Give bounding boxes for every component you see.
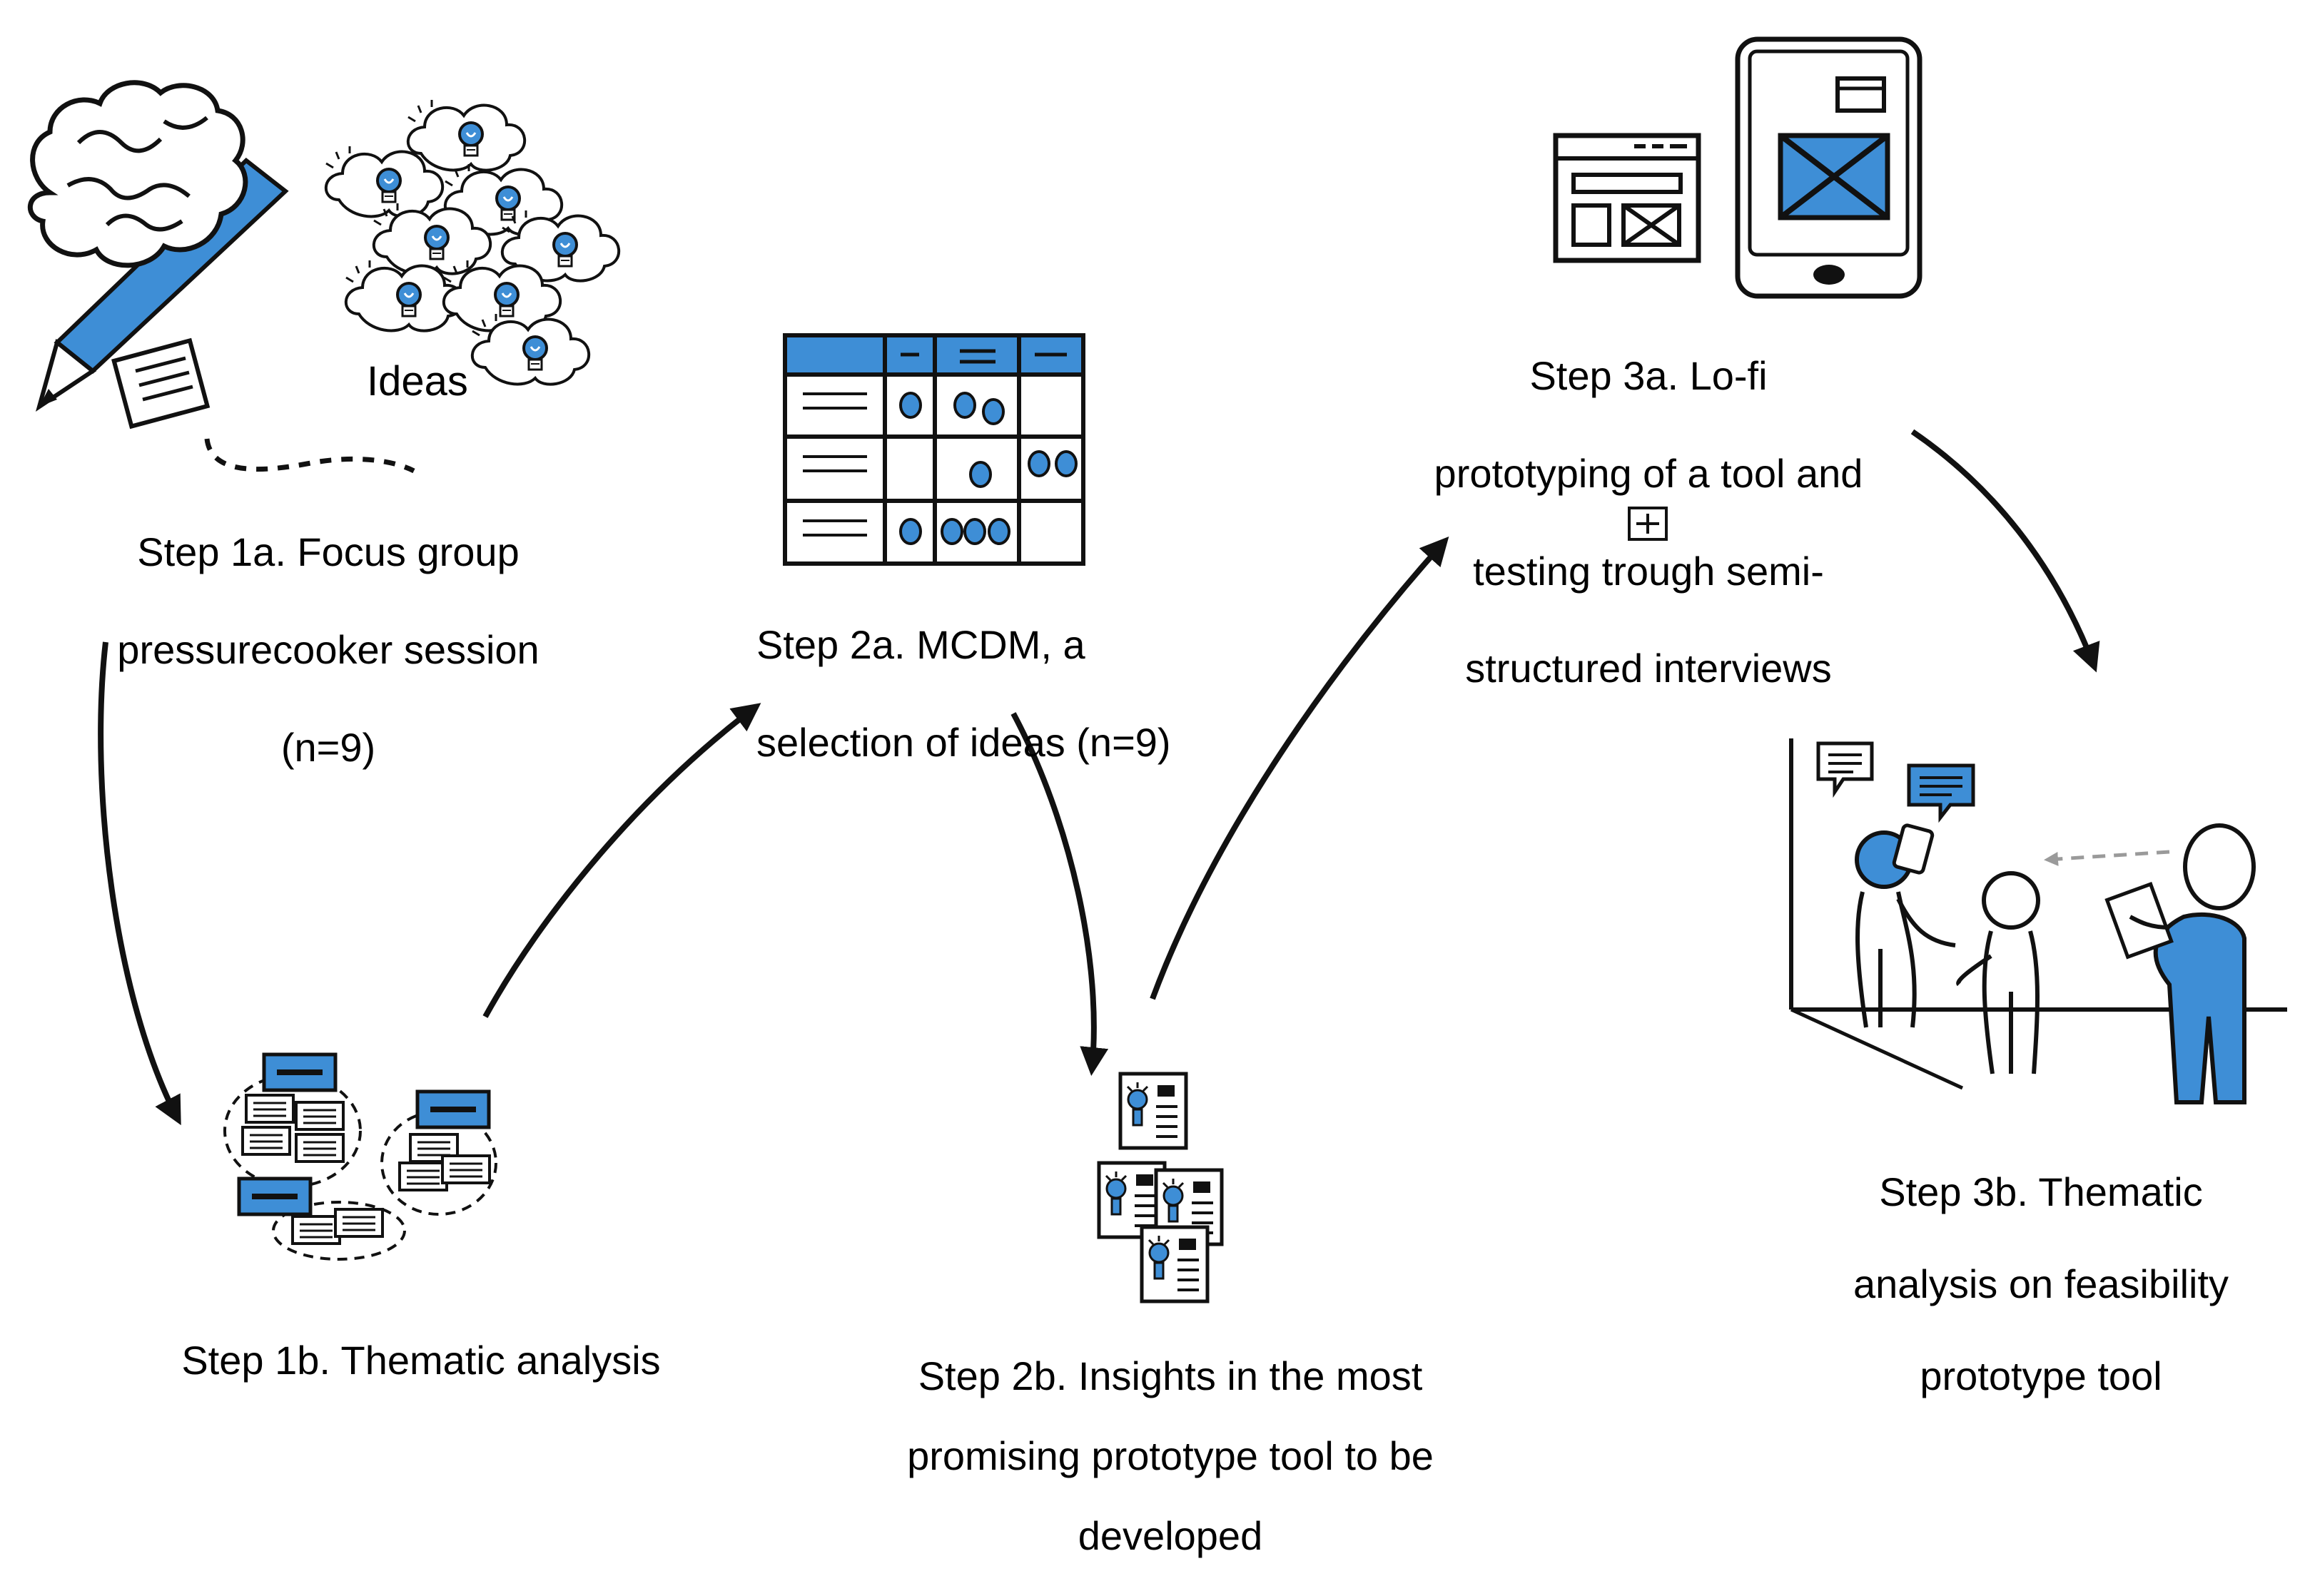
arrow-2b-to-3a bbox=[1150, 537, 1449, 1000]
prototype-card-icon bbox=[1120, 1074, 1186, 1148]
prototype-cards bbox=[1099, 1074, 1222, 1301]
arrow-2a-to-2b bbox=[1010, 712, 1109, 1076]
prototype-card-icon bbox=[1142, 1227, 1207, 1301]
arrow-3a-to-3b bbox=[1910, 429, 2100, 673]
mcdm-table-icon bbox=[783, 333, 1085, 566]
step-1a-label: Step 1a. Focus group pressurecooker sess… bbox=[117, 529, 539, 770]
card-cluster-icon bbox=[223, 1052, 497, 1261]
flow-arrows bbox=[98, 429, 2100, 1126]
notepad-icon bbox=[111, 337, 211, 430]
step-2a-label: Step 2a. MCDM, a selection of ideas (n=9… bbox=[756, 622, 1171, 765]
arrow-1b-to-2a bbox=[482, 703, 761, 1018]
step-1b-label: Step 1b. Thematic analysis bbox=[181, 1338, 661, 1383]
ideas-label: Ideas bbox=[367, 358, 468, 405]
lightbulb-cloud-icon bbox=[406, 98, 527, 172]
plus-box-icon bbox=[1628, 507, 1668, 541]
dotted-connector bbox=[204, 438, 415, 474]
step-3a-label: Step 3a. Lo-fi prototyping of a tool and… bbox=[1434, 353, 1863, 691]
ideas-cluster bbox=[324, 98, 621, 386]
browser-wireframe-icon bbox=[1553, 133, 1701, 263]
step-2b-label: Step 2b. Insights in the most promising … bbox=[907, 1353, 1434, 1558]
people-interview-icon bbox=[1789, 738, 2287, 1104]
methodology-diagram bbox=[28, 36, 2287, 1451]
arrow-1a-to-1b bbox=[98, 641, 181, 1126]
phone-wireframe-icon bbox=[1735, 36, 1922, 299]
step-3b-label: Step 3b. Thematic analysis on feasibilit… bbox=[1853, 1169, 2229, 1398]
speech-bubble-icon bbox=[1816, 741, 1874, 798]
brain-pencil-illustration bbox=[28, 80, 289, 430]
speech-bubble-icon bbox=[1907, 763, 1975, 823]
